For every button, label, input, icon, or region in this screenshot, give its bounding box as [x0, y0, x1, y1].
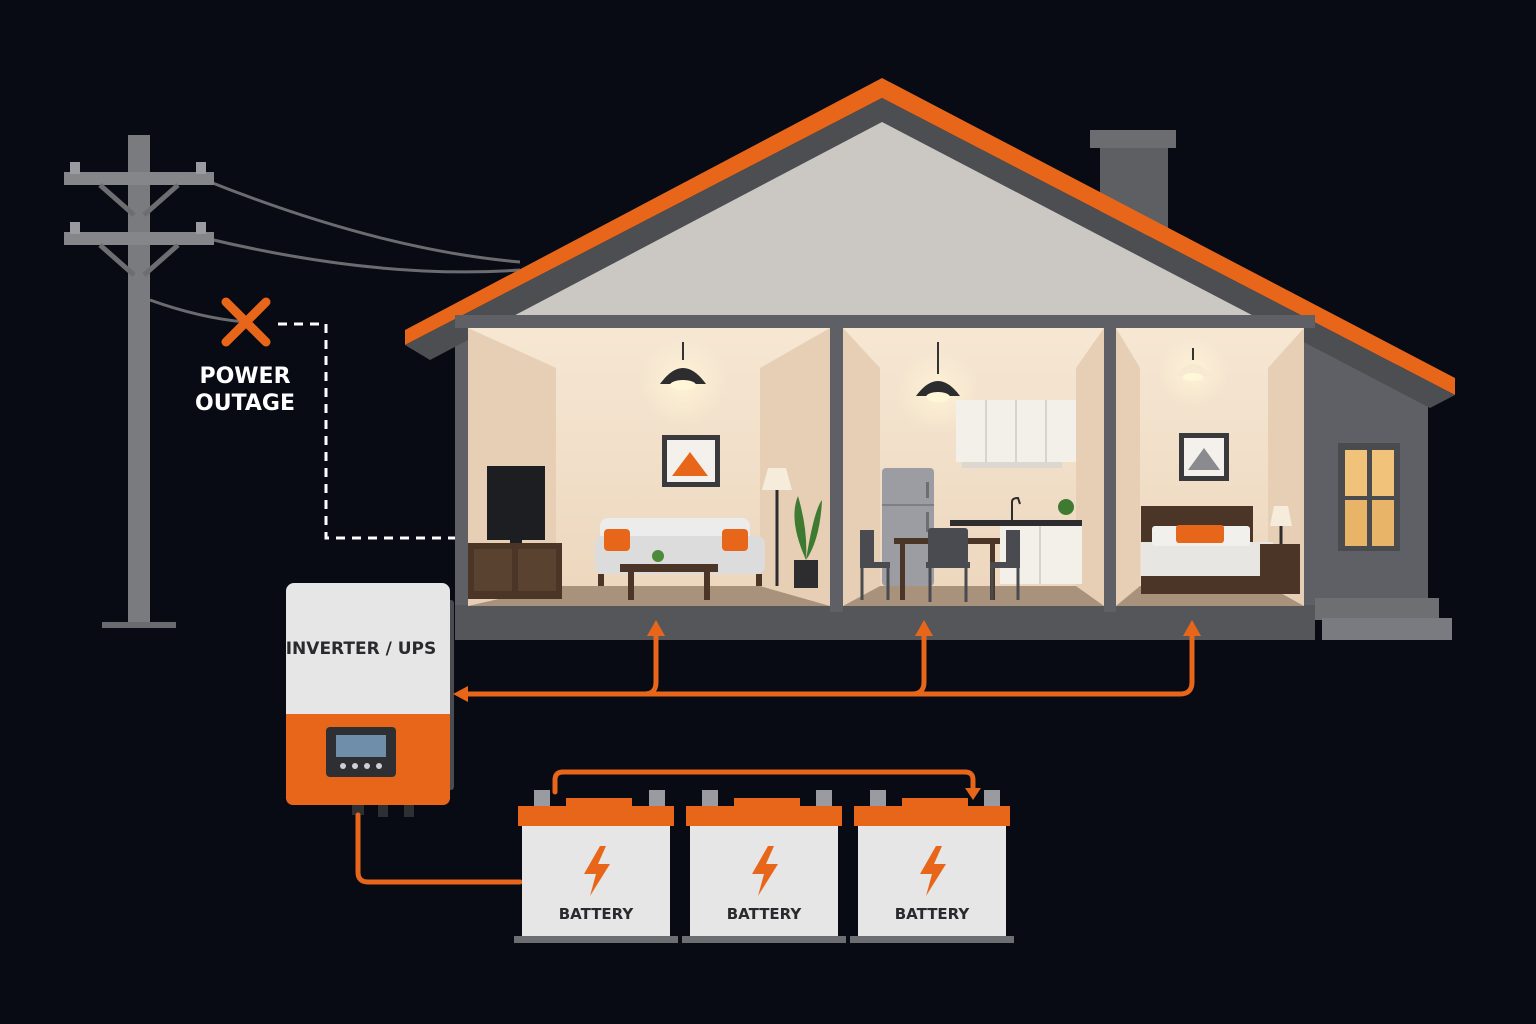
lightning-bolt-icon — [920, 846, 946, 896]
pendant-lamp-icon — [1157, 336, 1229, 408]
pendant-lamp-icon — [638, 337, 728, 427]
flow-arrow-left — [453, 686, 468, 702]
outage-dashed-connector — [278, 322, 460, 540]
inverter-ups — [286, 583, 454, 817]
battery-2-label: BATTERY — [727, 905, 803, 923]
outage-x-icon — [221, 297, 271, 347]
utility-pole-icon — [64, 135, 521, 628]
living-room — [468, 328, 830, 606]
lightning-bolt-icon — [752, 846, 778, 896]
outage-label-line1: POWER — [199, 364, 290, 389]
inverter-label: INVERTER / UPS — [286, 639, 437, 659]
battery-bank — [514, 790, 1014, 943]
battery-1-label: BATTERY — [559, 905, 635, 923]
flow-arrow-living — [647, 620, 665, 636]
flow-arrow-bedroom — [1183, 620, 1201, 636]
flow-arrow-battery — [965, 788, 981, 800]
lightning-bolt-icon — [584, 846, 610, 896]
bedroom-room — [1116, 328, 1304, 606]
power-distribution-lines — [355, 633, 1195, 885]
battery-3 — [850, 790, 1014, 943]
outage-label-line2: OUTAGE — [195, 391, 295, 416]
battery-2 — [682, 790, 846, 943]
battery-3-label: BATTERY — [895, 905, 971, 923]
flow-arrow-kitchen — [915, 620, 933, 636]
kitchen-room — [843, 328, 1104, 606]
